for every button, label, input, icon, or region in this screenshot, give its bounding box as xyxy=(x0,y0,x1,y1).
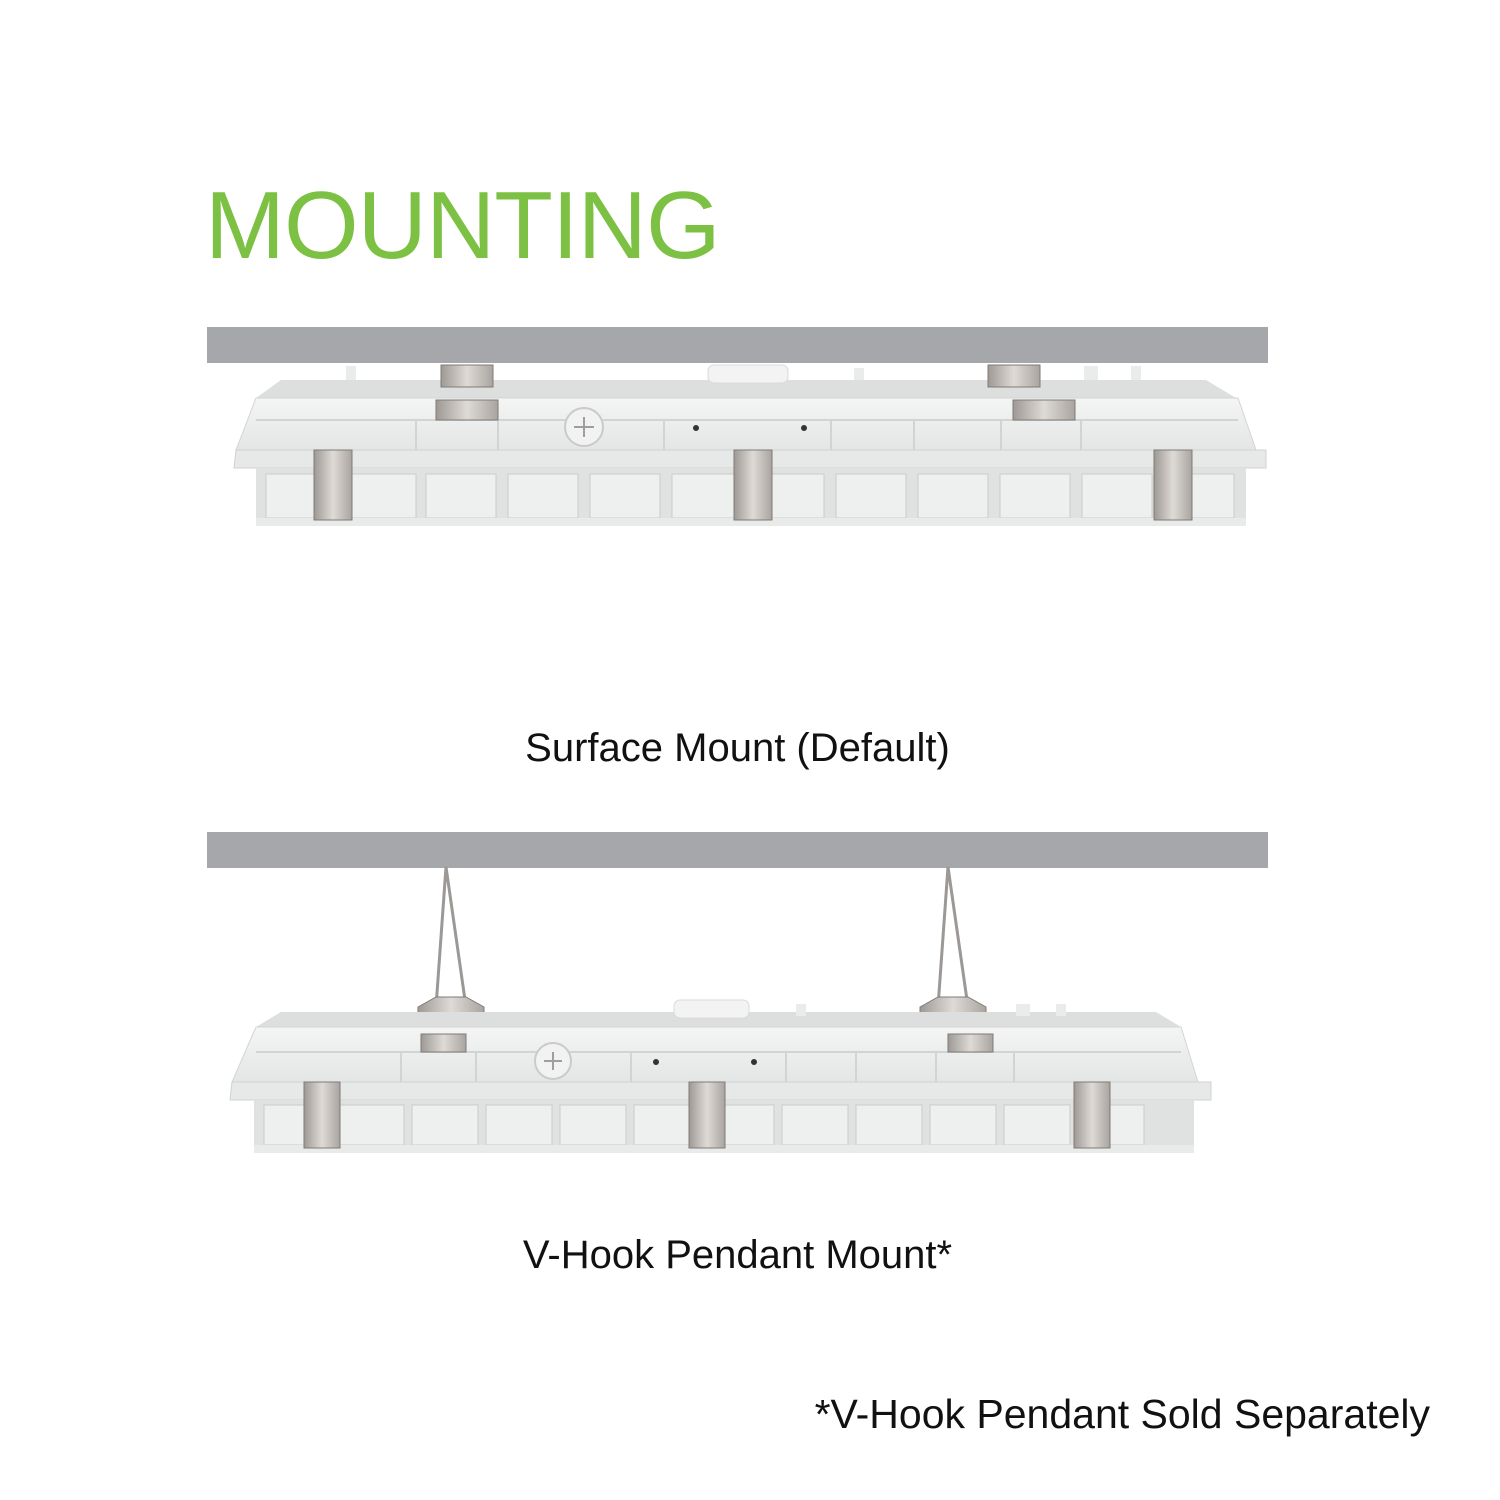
surface-mount-label: Surface Mount (Default) xyxy=(525,726,950,770)
pendant-mount-fixture-illustration xyxy=(226,862,1226,1162)
ceiling-bar-surface xyxy=(207,327,1268,363)
ceiling-bar-pendant xyxy=(207,832,1268,868)
pendant-mount-label: V-Hook Pendant Mount* xyxy=(522,1233,953,1277)
surface-mount-fixture-illustration xyxy=(226,350,1276,540)
footnote: *V-Hook Pendant Sold Separately xyxy=(814,1391,1430,1437)
page-title: MOUNTING xyxy=(205,172,721,279)
